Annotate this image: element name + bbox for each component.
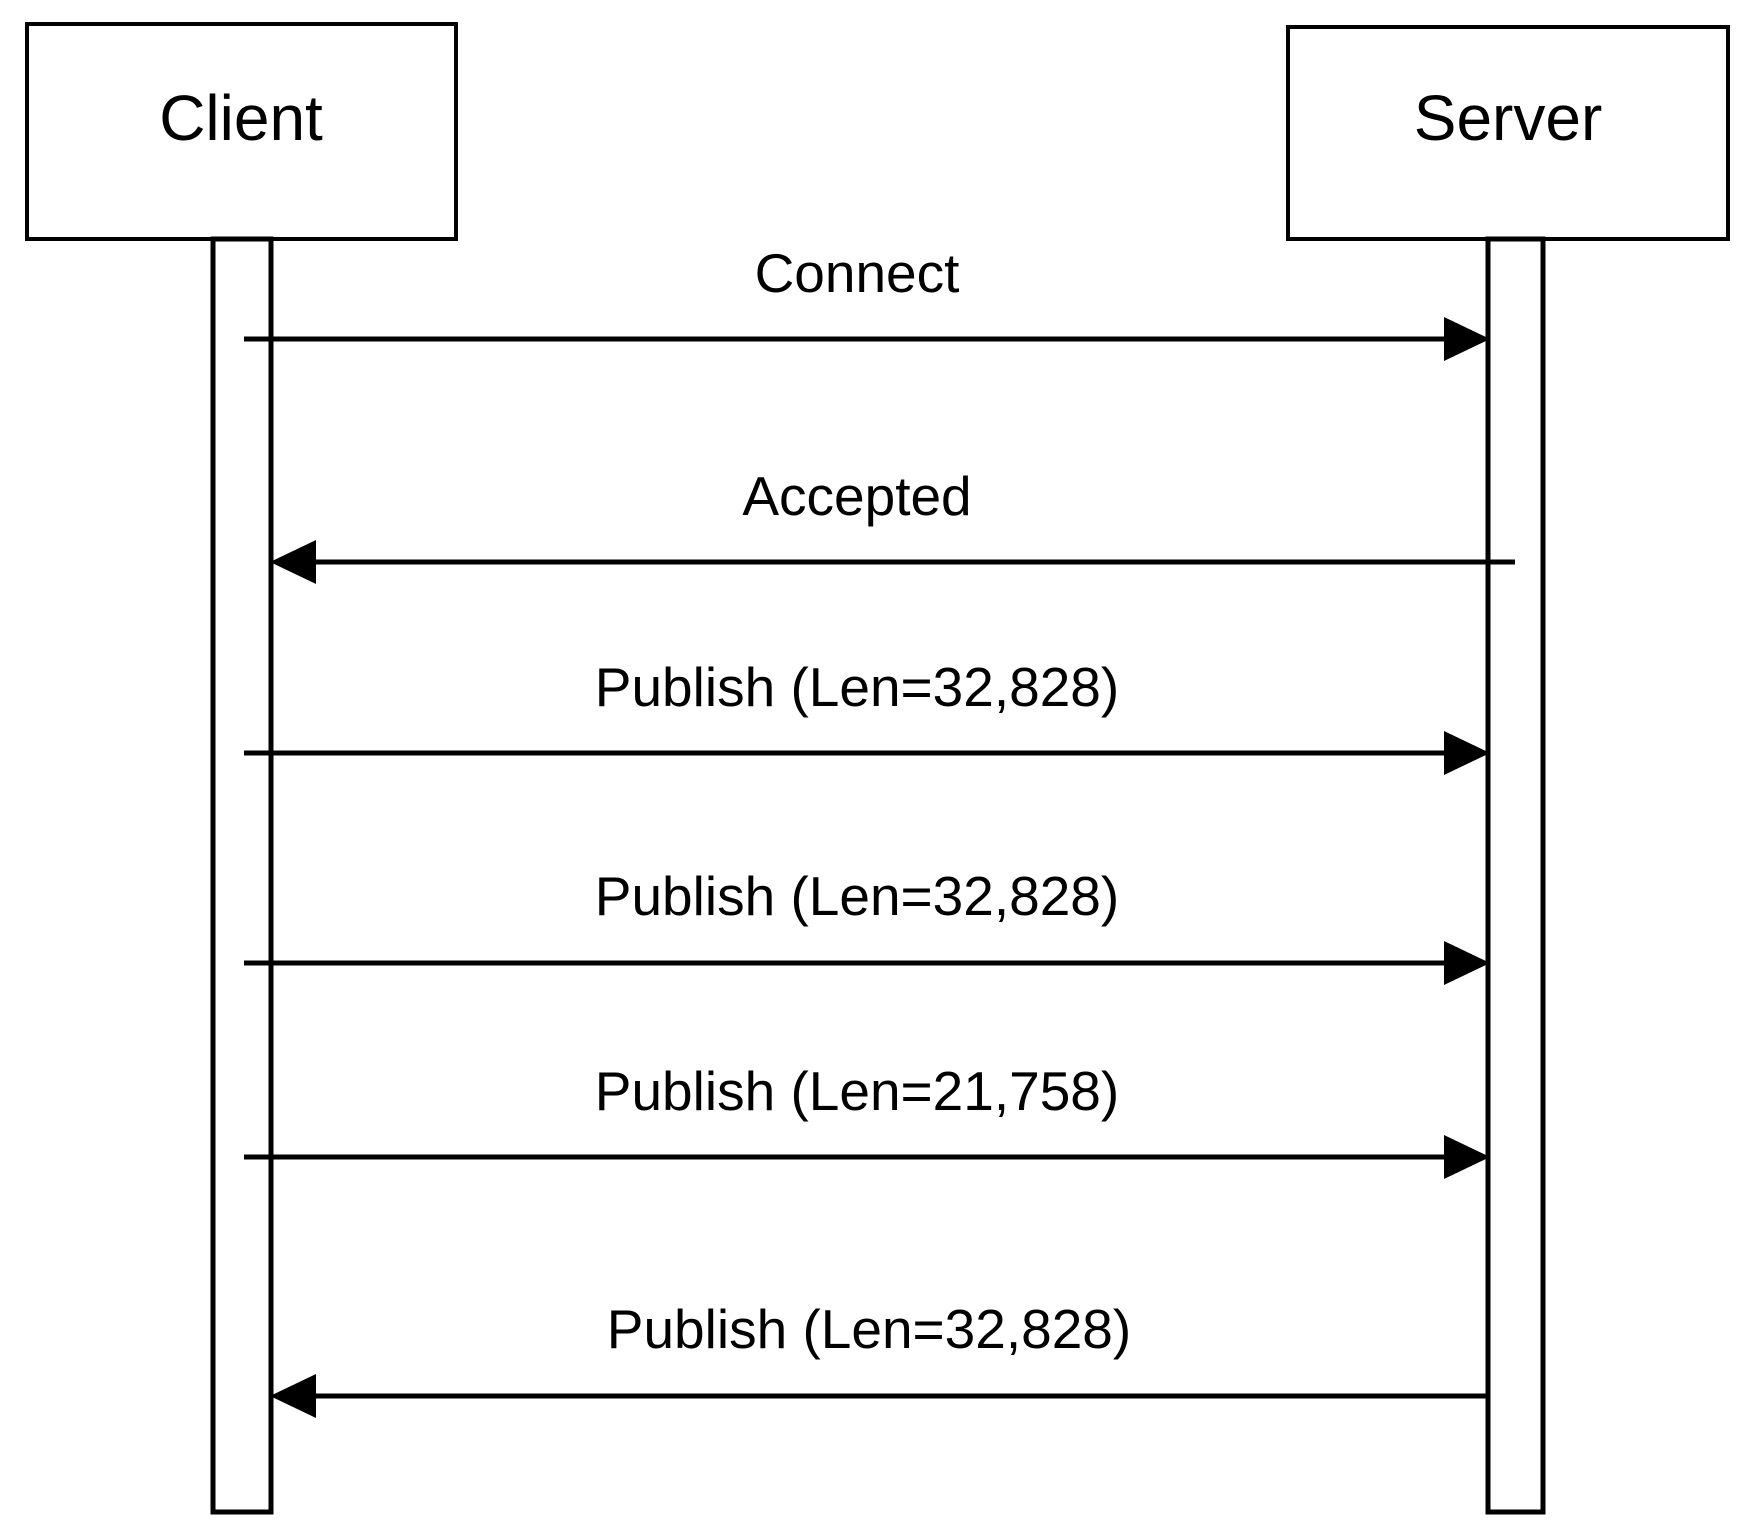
message-6-label: Publish (Len=32,828) xyxy=(607,1298,1131,1360)
message-4-arrowhead-right xyxy=(1444,941,1490,985)
message-3-publish[interactable]: Publish (Len=32,828) xyxy=(244,656,1490,775)
client-box[interactable] xyxy=(25,22,458,241)
message-1-arrowhead-right xyxy=(1444,317,1490,361)
message-4-label: Publish (Len=32,828) xyxy=(595,865,1119,927)
client-lifeline-activation xyxy=(210,236,274,1515)
message-5-label: Publish (Len=21,758) xyxy=(595,1060,1119,1122)
message-4-publish[interactable]: Publish (Len=32,828) xyxy=(244,865,1490,985)
message-3-arrowhead-right xyxy=(1444,731,1490,775)
message-2-arrowhead-left xyxy=(270,540,316,584)
message-5-publish[interactable]: Publish (Len=21,758) xyxy=(244,1060,1490,1179)
server-box[interactable] xyxy=(1286,25,1730,241)
server-box-label: Server xyxy=(1414,82,1603,154)
message-1-connect[interactable]: Connect xyxy=(244,242,1490,361)
message-1-label: Connect xyxy=(755,242,960,304)
message-6-publish[interactable]: Publish (Len=32,828) xyxy=(270,1298,1490,1418)
server-lifeline-activation xyxy=(1485,236,1546,1515)
participant-client[interactable]: Client xyxy=(25,22,458,241)
message-2-label: Accepted xyxy=(742,465,971,527)
message-6-arrowhead-left xyxy=(270,1374,316,1418)
message-3-label: Publish (Len=32,828) xyxy=(595,656,1119,718)
message-5-arrowhead-right xyxy=(1444,1135,1490,1179)
participant-server[interactable]: Server xyxy=(1286,25,1730,241)
message-2-accepted[interactable]: Accepted xyxy=(270,465,1515,584)
client-box-label: Client xyxy=(159,82,323,154)
